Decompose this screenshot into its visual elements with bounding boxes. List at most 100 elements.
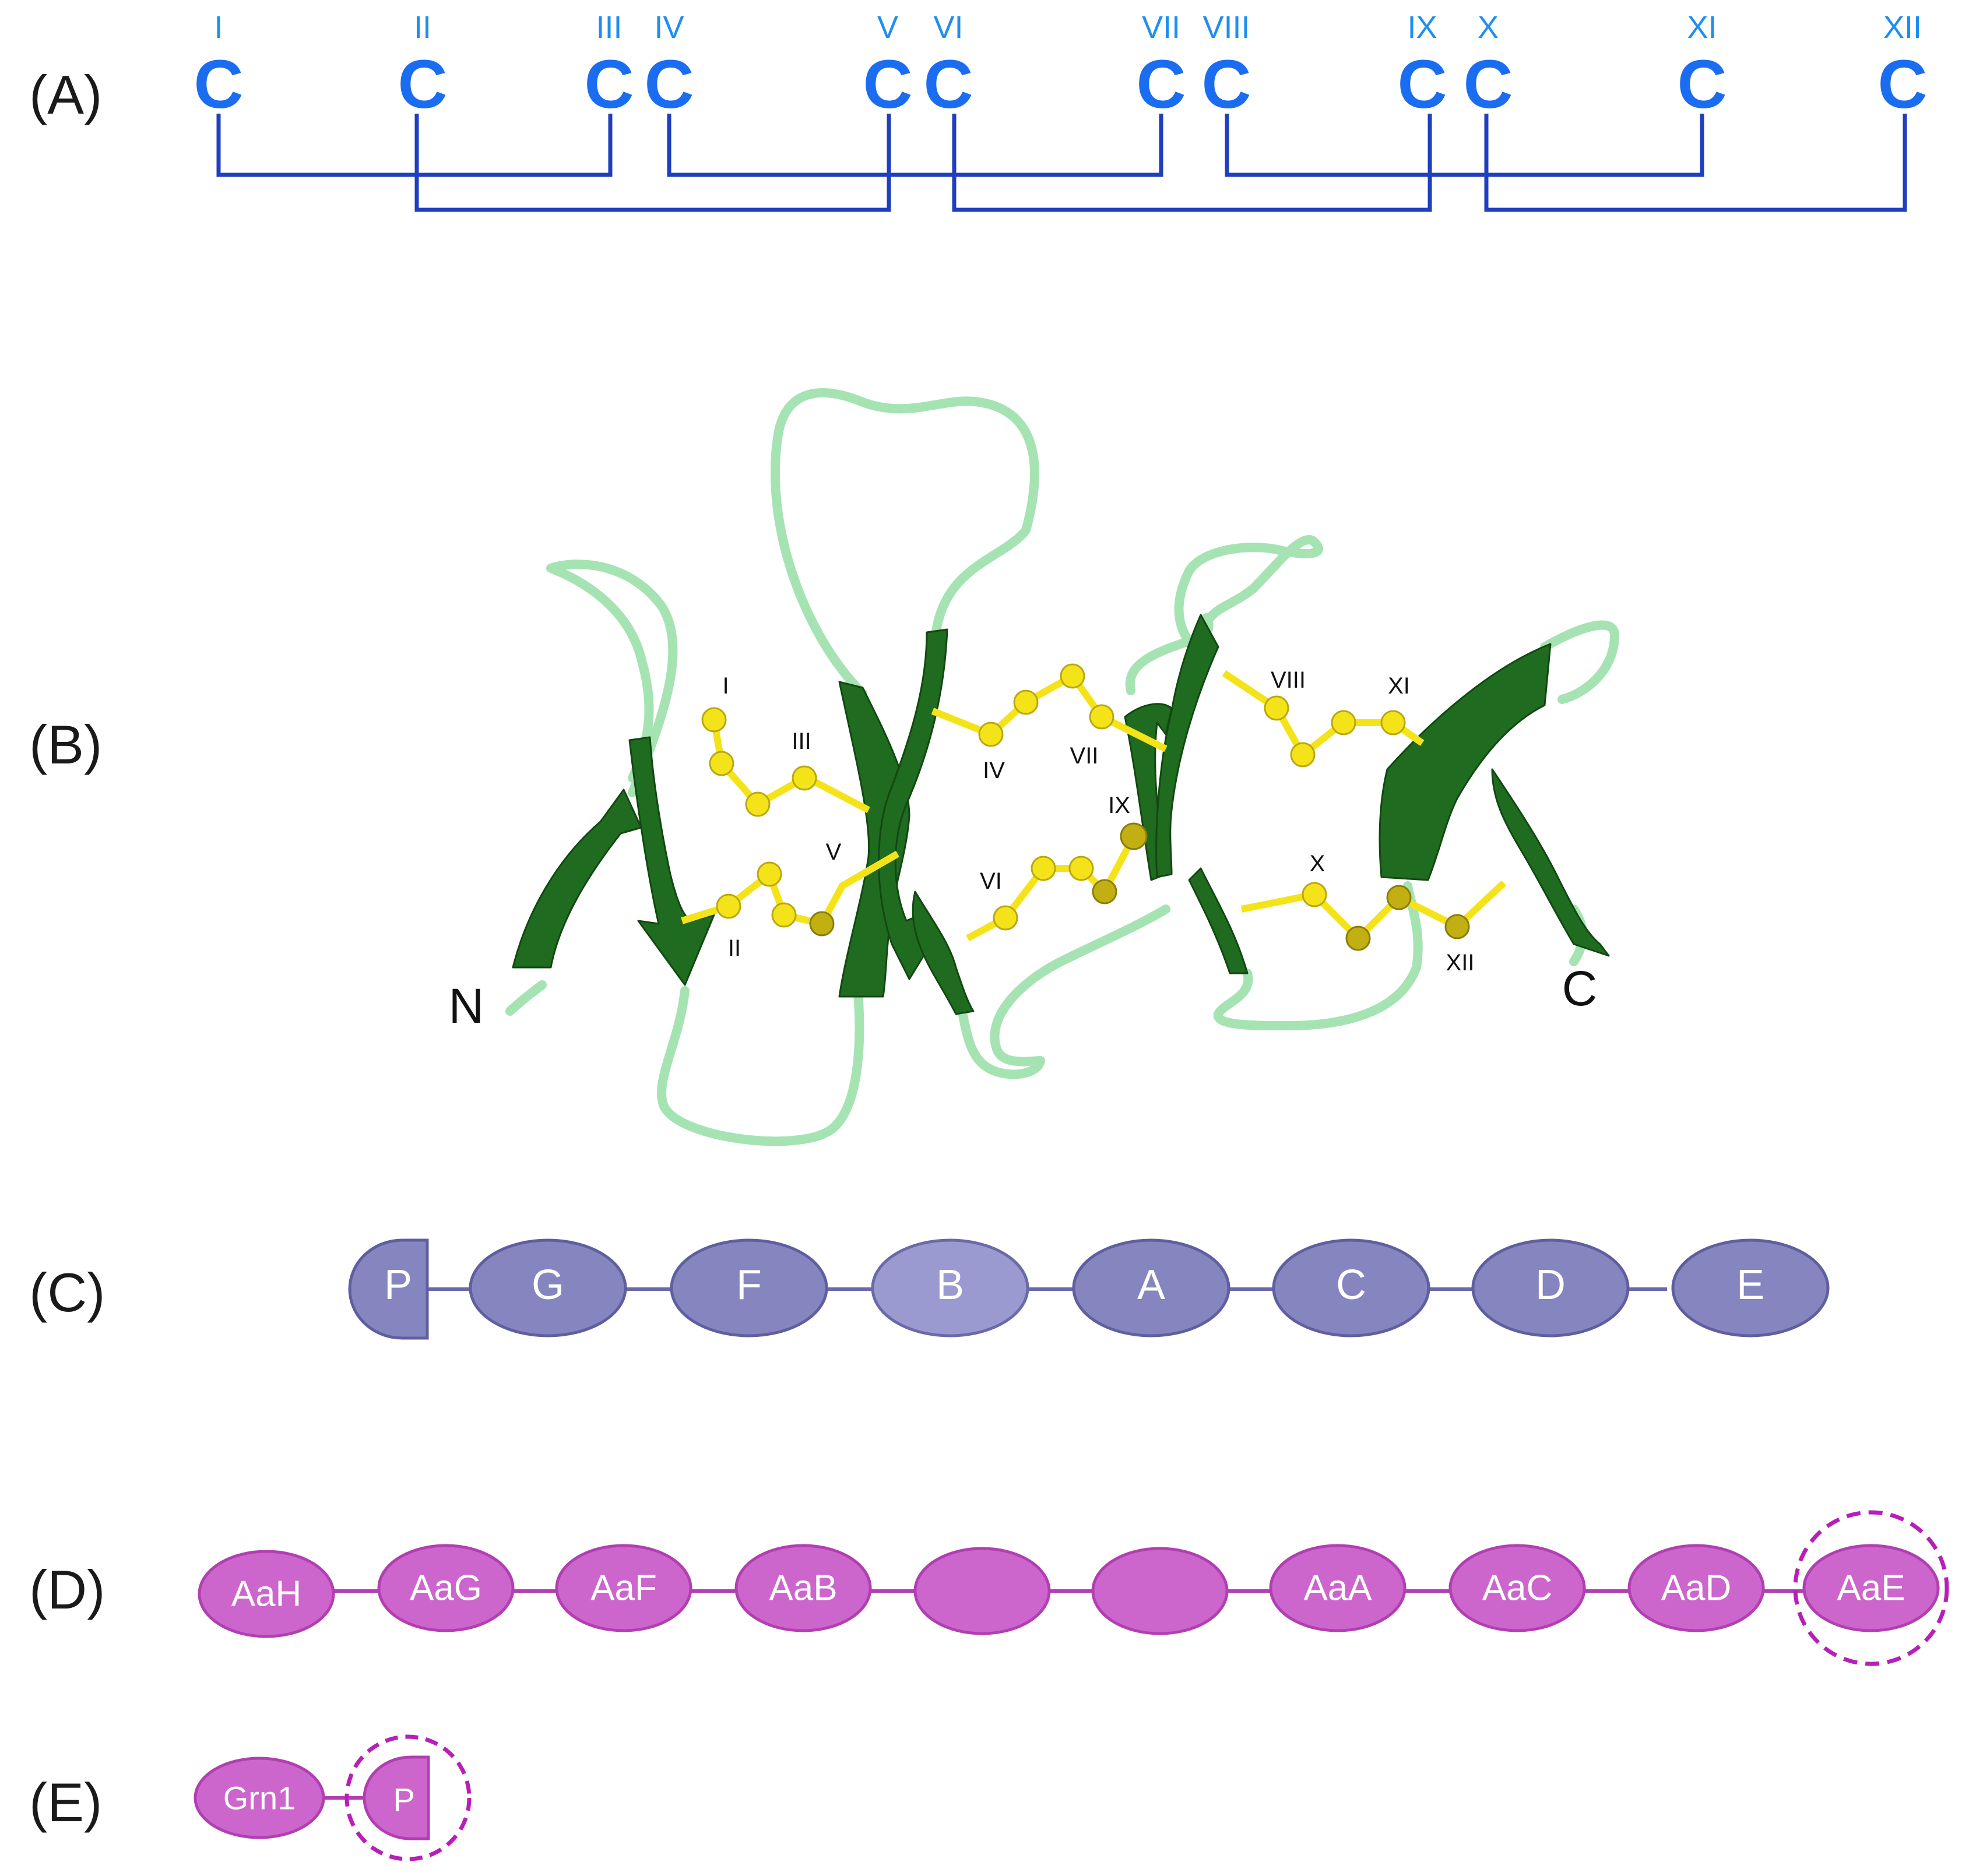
n-terminus-label: N <box>449 979 484 1033</box>
module-aab: AaB <box>734 1544 872 1632</box>
disulfide-I-III <box>701 707 870 817</box>
disulfide-IV-VII-atom-2 <box>1013 689 1039 715</box>
panel-label-e: (E) <box>29 1772 102 1833</box>
module-f-c: F <box>670 1238 828 1338</box>
disulfide-IV-VII <box>931 663 1168 752</box>
module-p-e: P <box>344 1734 472 1861</box>
disulfide-II-V-atom-1 <box>716 893 741 919</box>
disulfide-bracket-I-III <box>216 114 613 177</box>
module-p-c: P <box>348 1238 429 1340</box>
module-aah-shape <box>198 1550 335 1638</box>
module-c-c: C <box>1272 1238 1430 1338</box>
cysteine-numeral-X: X <box>1478 10 1499 45</box>
bond-label-III: III <box>792 728 811 754</box>
disulfide-VIII-XI-atom-1 <box>1264 695 1289 721</box>
bond-label-VI: VI <box>980 868 1002 894</box>
module-unnamed-1-shape <box>913 1547 1051 1635</box>
panel-label-c: (C) <box>29 1262 106 1323</box>
disulfide-X-XII <box>1240 880 1507 951</box>
module-aah-label: AaH <box>231 1574 302 1614</box>
cysteine-II: C <box>398 46 447 123</box>
module-aae-shape <box>1802 1544 1940 1632</box>
module-b-c-label: B <box>936 1262 964 1308</box>
cysteine-numeral-VII: VII <box>1142 10 1180 45</box>
disulfide-VI-IX-atom-3 <box>1068 856 1094 881</box>
module-c-c-shape <box>1272 1238 1430 1338</box>
cysteine-numeral-I: I <box>214 10 223 45</box>
disulfide-IV-VII-atom-1 <box>978 721 1004 747</box>
bond-labels: I III V II IV VII VI IX VIII XI X XII <box>722 667 1474 976</box>
module-f-c-shape <box>670 1238 828 1338</box>
strand-10 <box>1491 768 1610 957</box>
module-d-c: D <box>1471 1238 1630 1338</box>
module-aag-shape <box>377 1544 515 1632</box>
disulfide-I-III-atom-1 <box>701 707 727 733</box>
cysteine-I: C <box>194 46 243 123</box>
panel-b-structure: I III V II IV VII VI IX VIII XI X XII N … <box>449 388 1619 1146</box>
cysteine-numeral-IV: IV <box>654 10 684 45</box>
loop-c-top <box>1540 620 1619 704</box>
module-a-c: A <box>1072 1238 1230 1338</box>
strand-9 <box>1379 643 1552 881</box>
module-grn1-label: Grn1 <box>223 1780 296 1817</box>
module-p-e-dashed-ring <box>344 1734 472 1861</box>
module-g-c-label: G <box>532 1262 564 1308</box>
module-aac-shape <box>1448 1544 1586 1632</box>
module-aab-shape <box>734 1544 872 1632</box>
module-aae-dashed-ring <box>1793 1510 1949 1666</box>
cysteine-numeral-IX: IX <box>1407 10 1437 45</box>
module-d-c-label: D <box>1535 1262 1566 1308</box>
module-c-c-label: C <box>1336 1262 1366 1308</box>
disulfide-IV-VII-atom-3 <box>1060 663 1085 689</box>
loop-tubes <box>505 388 1619 1146</box>
disulfide-VI-IX-atom-2 <box>1031 856 1056 881</box>
loop-n-terminal <box>505 980 547 1016</box>
strand-5 <box>912 891 975 1015</box>
disulfide-II-V-atom-4 <box>809 911 835 937</box>
module-aaf: AaF <box>555 1544 692 1632</box>
module-unnamed-2-shape <box>1091 1547 1229 1635</box>
cysteine-numeral-XII: XII <box>1883 10 1922 45</box>
cysteine-III: C <box>584 46 634 123</box>
bond-label-VII: VII <box>1070 743 1099 769</box>
module-b-c-shape <box>871 1238 1029 1338</box>
disulfide-II-V-atom-2 <box>757 861 782 887</box>
cysteine-XI: C <box>1677 46 1727 123</box>
disulfide-chains <box>681 663 1507 951</box>
loop-top-left <box>546 559 678 797</box>
module-e-c: E <box>1671 1238 1830 1338</box>
module-aag-label: AaG <box>410 1568 482 1608</box>
bond-label-XII: XII <box>1446 950 1475 976</box>
cysteine-numeral-XI: XI <box>1687 10 1717 45</box>
cysteine-IV: C <box>644 46 694 123</box>
disulfide-VIII-XI-atom-2 <box>1290 742 1316 768</box>
loop-bottom-left <box>657 974 864 1146</box>
panel-label-b: (B) <box>29 714 102 775</box>
disulfide-VIII-XI-atom-3 <box>1331 710 1356 735</box>
cysteine-X: C <box>1463 46 1513 123</box>
module-a-c-label: A <box>1137 1262 1165 1308</box>
module-aaa-label: AaA <box>1303 1568 1372 1608</box>
disulfide-bracket-X-XII <box>1484 114 1907 212</box>
cysteine-numeral-V: V <box>877 10 898 45</box>
disulfide-bracket-IV-VII <box>667 114 1163 177</box>
panel-a-bond-lines <box>216 114 1907 212</box>
disulfide-X-XII-atom-4 <box>1444 914 1470 939</box>
module-e-c-label: E <box>1736 1262 1764 1308</box>
module-aaf-label: AaF <box>590 1568 657 1608</box>
module-aaa: AaA <box>1269 1544 1407 1632</box>
beta-strands <box>512 614 1610 1015</box>
bond-label-I: I <box>722 673 729 699</box>
disulfide-I-III-atom-4 <box>792 765 817 791</box>
disulfide-IV-VII-atom-4 <box>1089 704 1114 730</box>
module-p-c-shape <box>348 1238 429 1340</box>
disulfide-VI-IX-atom-5 <box>1120 822 1148 850</box>
module-e-c-shape <box>1671 1238 1830 1338</box>
module-p-e-shape <box>363 1755 430 1840</box>
module-aae-label: AaE <box>1837 1568 1905 1608</box>
disulfide-VI-IX <box>966 822 1148 942</box>
module-aad: AaD <box>1627 1544 1765 1632</box>
disulfide-I-III-atom-2 <box>709 751 734 776</box>
